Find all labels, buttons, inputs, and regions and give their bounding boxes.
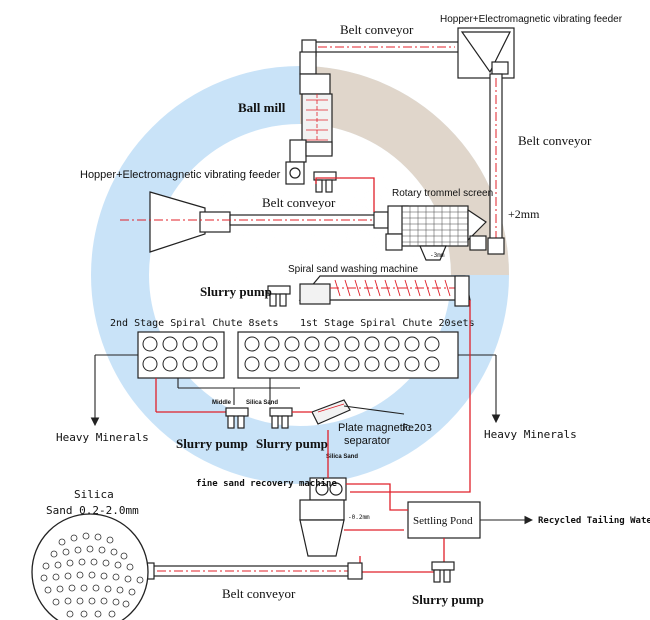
slurry-pump-1-label: Slurry pump [200,284,272,299]
slurry-pump-3 [269,407,293,429]
spiral-sand-washer [298,275,471,307]
silica-sand-1-label: Silica Sand [246,400,278,406]
silica-sand-pile [31,513,149,620]
belt-conveyor-bottom [139,562,363,580]
plate-magnetic-separator [292,399,405,425]
belt-conveyor-bottom-label: Belt conveyor [222,586,296,601]
fe2o3-label: Fe2O3 [402,423,432,434]
spiral-chute-stage-1 [237,331,459,379]
hopper-left-label: Hopper+Electromagnetic vibrating feeder [80,169,281,181]
belt-conveyor-right-label: Belt conveyor [518,133,592,148]
fine-sand-recovery-label: fine sand recovery machine [196,478,337,489]
slurry-pump-1 [267,285,291,307]
belt-conveyor-mid-label: Belt conveyor [262,195,336,210]
minus-3mm-label: -3mm [430,252,445,259]
minus-02mm-label: -0.2mm [348,514,370,521]
spiral-washer-label: Spiral sand washing machine [288,264,419,275]
slurry-pump-2-label: Slurry pump [176,436,248,451]
recycled-water-label: Recycled Tailing Water [538,515,650,526]
ball-mill-label: Ball mill [238,100,286,115]
slurry-pump-3-label: Slurry pump [256,436,328,451]
belt-conveyor-right [487,73,505,255]
chute-output-lines [90,354,501,427]
hopper-left [149,191,231,253]
hopper-top [457,27,515,79]
slurry-pump-mill [313,171,337,193]
heavy-minerals-left-label: Heavy Minerals [56,431,149,444]
stage2-chute-label: 2nd Stage Spiral Chute 8sets [110,318,279,329]
belt-conveyor-top-label: Belt conveyor [340,22,414,37]
plate-magnetic-label-1: Plate magnetic [338,422,411,434]
spiral-chute-stage-2 [137,331,225,379]
rotary-trommel-screen [385,205,487,261]
rotary-trommel-label: Rotary trommel screen [392,188,493,199]
settling-pond-label: Settling Pond [413,515,473,527]
ball-mill [285,73,333,185]
belt-conveyor-mid [120,211,390,229]
silica-label-2: Sand 0.2-2.0mm [46,504,139,517]
stage1-chute-label: 1st Stage Spiral Chute 20sets [300,318,475,329]
settling-pond [407,501,481,539]
silica-sand-2-label: Silica Sand [326,454,358,460]
plus-2mm-label: +2mm [508,207,540,221]
hopper-top-label: Hopper+Electromagnetic vibrating feeder [440,14,623,25]
middle-label: Middle [212,400,232,406]
heavy-minerals-right-label: Heavy Minerals [484,428,577,441]
fine-sand-recovery-machine [299,430,347,557]
slurry-pump-4 [431,561,455,583]
slurry-pump-2 [225,407,249,429]
slurry-pump-4-label: Slurry pump [412,592,484,607]
silica-label-1: Silica [74,488,114,501]
plate-magnetic-label-2: separator [344,435,391,447]
